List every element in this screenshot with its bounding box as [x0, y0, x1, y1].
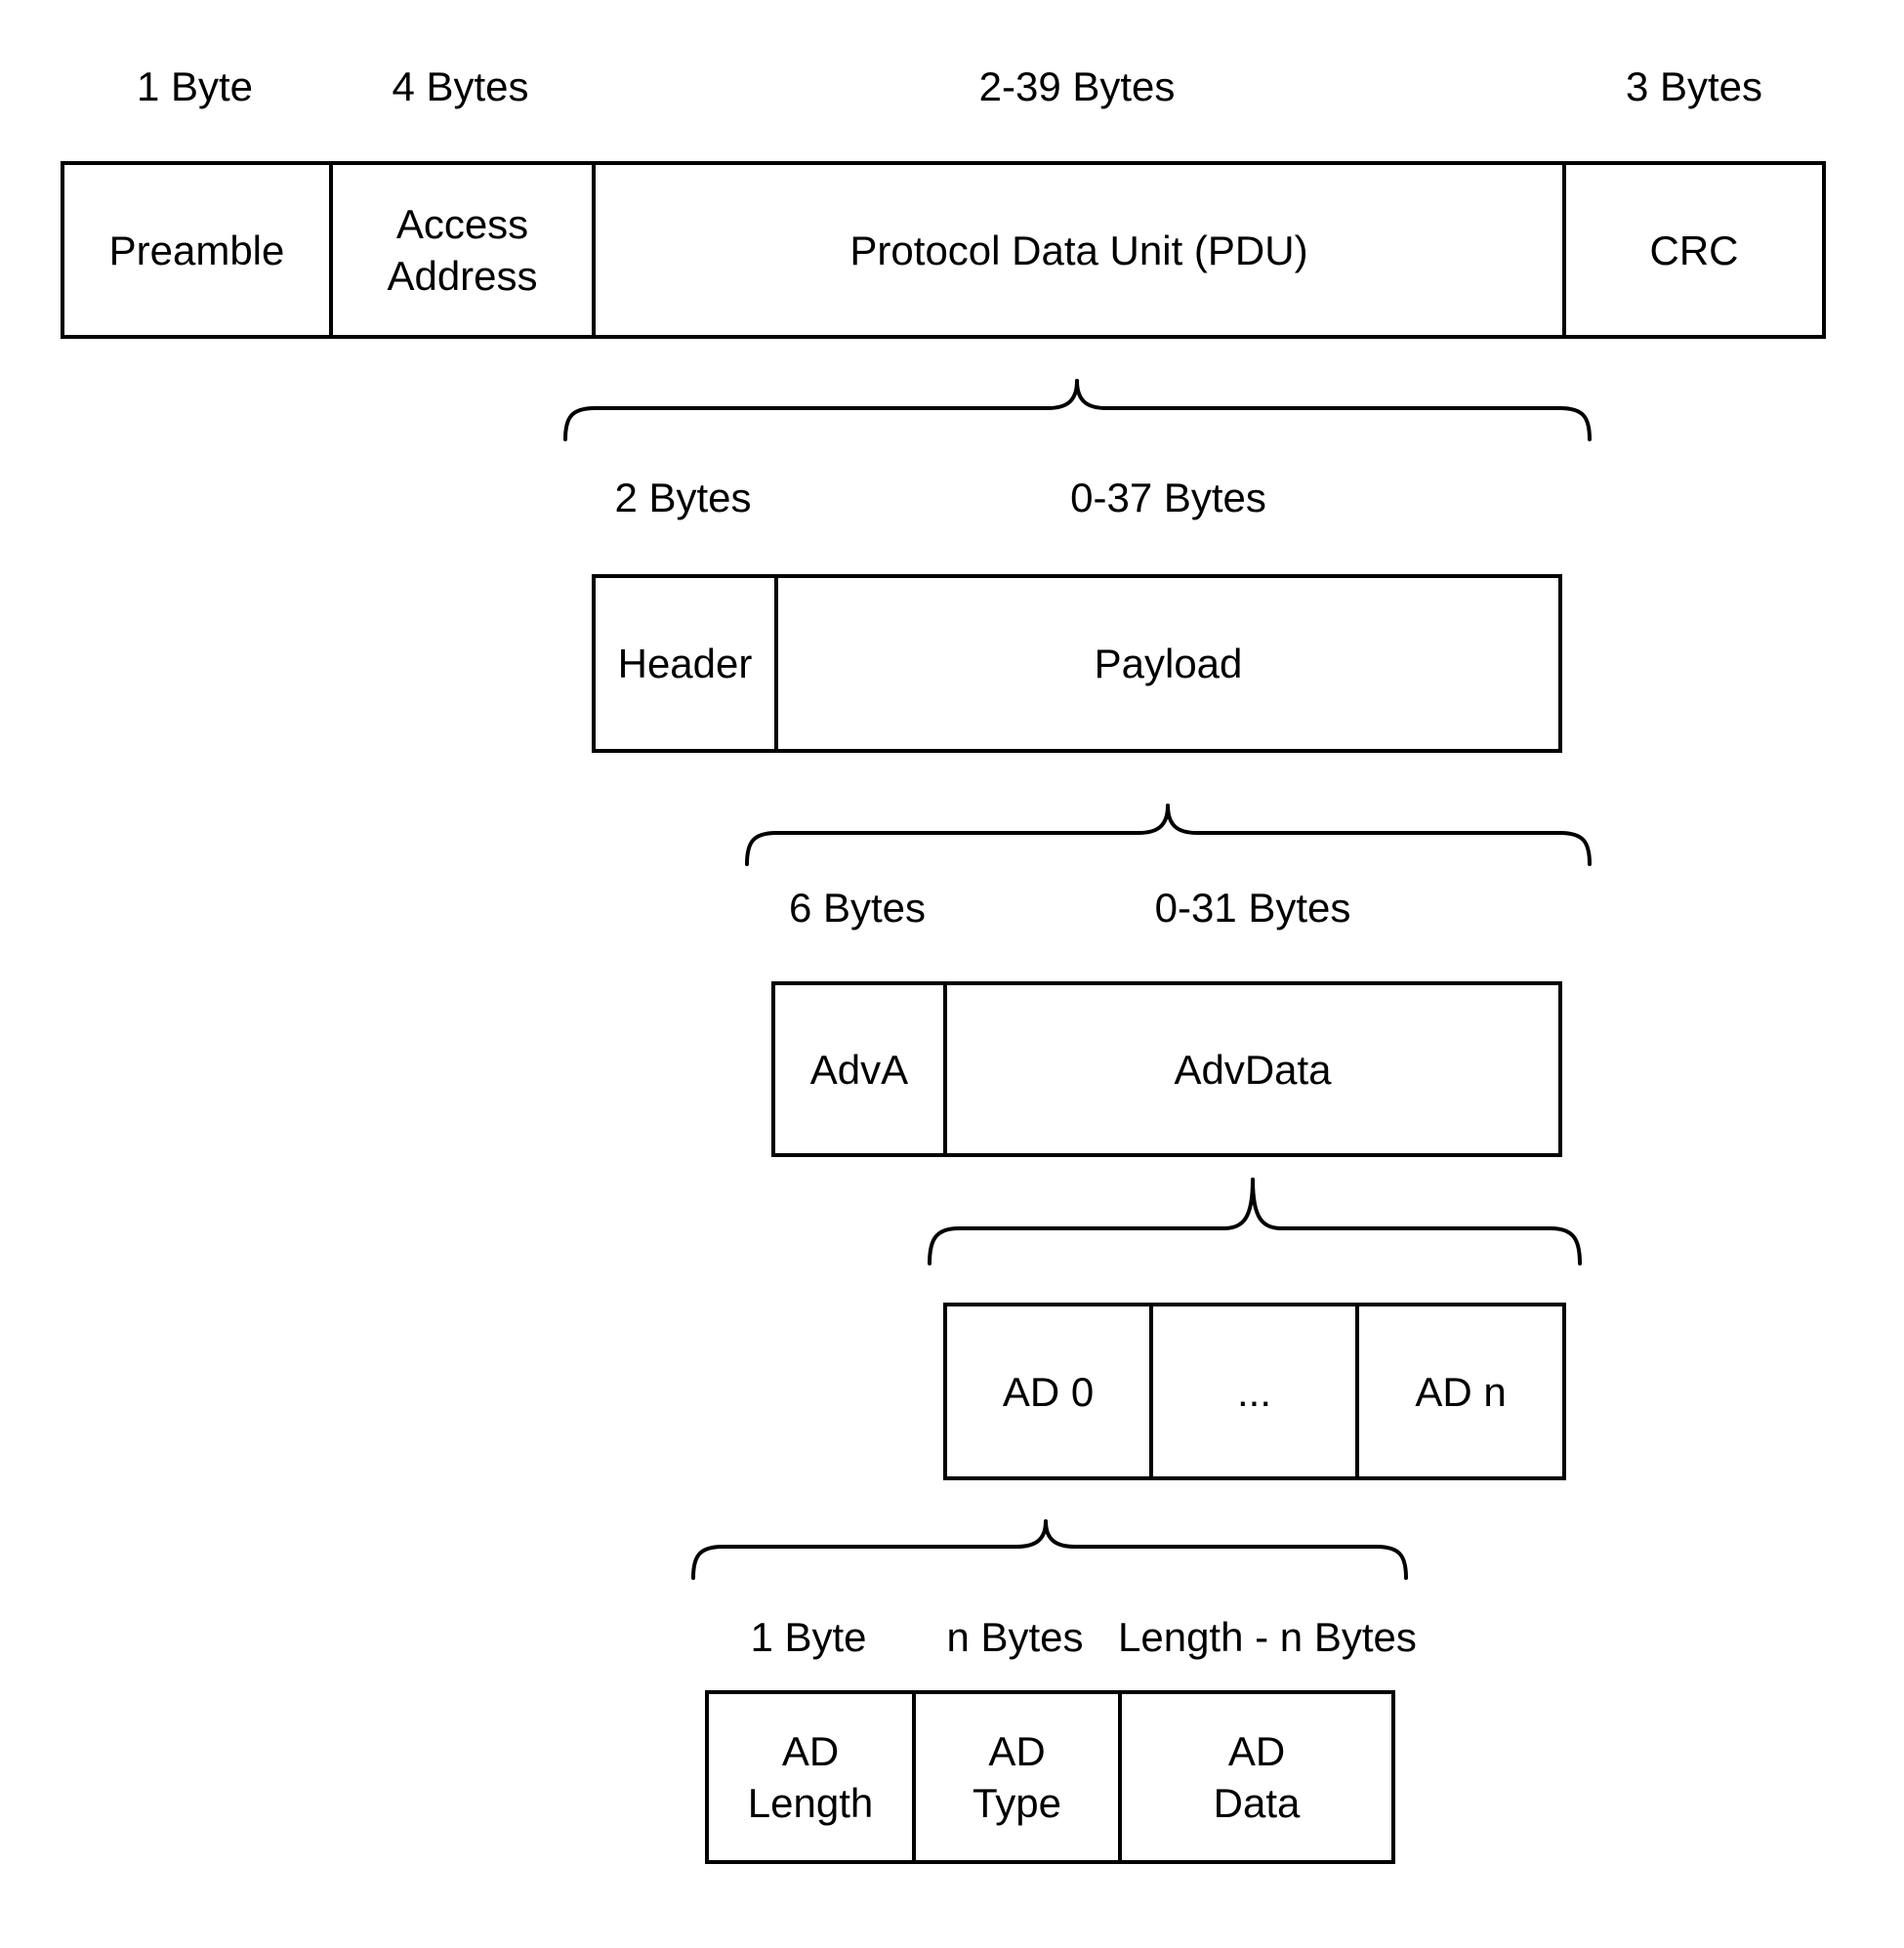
advdata-row: AD 0 ... AD n — [943, 1303, 1566, 1480]
preamble-cell: Preamble — [64, 165, 329, 335]
size-label-ad-length: 1 Byte — [750, 1614, 867, 1660]
ad-ellipsis-label: ... — [1236, 1368, 1271, 1415]
ad-data-label-line1: AD — [1227, 1728, 1286, 1774]
pdu-brace — [563, 379, 1592, 441]
payload-cell: Payload — [774, 578, 1558, 749]
access-address-label-line2: Address — [387, 253, 538, 299]
adva-label: AdvA — [809, 1046, 909, 1093]
size-label-ad-data: Length - n Bytes — [1118, 1614, 1417, 1660]
header-label: Header — [617, 641, 753, 686]
crc-label: CRC — [1649, 227, 1739, 273]
pdu-label: Protocol Data Unit (PDU) — [849, 227, 1308, 273]
size-label-ad-type: n Bytes — [946, 1614, 1084, 1660]
size-label-preamble: 1 Byte — [136, 63, 254, 109]
preamble-label: Preamble — [108, 227, 285, 273]
ad0-cell: AD 0 — [947, 1306, 1149, 1476]
pdu-cell: Protocol Data Unit (PDU) — [592, 165, 1562, 335]
ad-length-cell: AD Length — [709, 1694, 912, 1860]
size-label-access-address: 4 Bytes — [392, 63, 529, 109]
ad-ellipsis-cell: ... — [1149, 1306, 1355, 1476]
header-cell: Header — [596, 578, 774, 749]
ad-type-cell: AD Type — [912, 1694, 1118, 1860]
access-address-cell: Access Address — [329, 165, 592, 335]
payload-brace — [745, 804, 1592, 866]
payload-row: AdvA AdvData — [771, 981, 1562, 1157]
size-label-crc: 3 Bytes — [1625, 63, 1763, 109]
adn-cell: AD n — [1355, 1306, 1562, 1476]
ad-length-label-line2: Length — [747, 1780, 874, 1826]
adn-label: AD n — [1415, 1368, 1507, 1415]
packet-row: Preamble Access Address Protocol Data Un… — [61, 161, 1826, 339]
size-label-payload: 0-37 Bytes — [1070, 475, 1266, 520]
size-label-pdu: 2-39 Bytes — [978, 63, 1176, 109]
size-label-advdata: 0-31 Bytes — [1154, 885, 1351, 931]
access-address-label-line1: Access — [395, 201, 529, 247]
advdata-cell: AdvData — [943, 985, 1558, 1153]
ad-length-label-line1: AD — [781, 1728, 840, 1774]
crc-cell: CRC — [1562, 165, 1822, 335]
pdu-row: Header Payload — [592, 574, 1562, 753]
advdata-label: AdvData — [1174, 1046, 1332, 1093]
ad-type-label-line2: Type — [972, 1780, 1062, 1826]
adva-cell: AdvA — [775, 985, 943, 1153]
payload-label: Payload — [1094, 641, 1243, 686]
advdata-brace — [928, 1178, 1582, 1265]
ad0-brace — [691, 1519, 1408, 1580]
ad-data-label-line2: Data — [1213, 1780, 1301, 1826]
ad-data-cell: AD Data — [1118, 1694, 1391, 1860]
ad-structure-row: AD Length AD Type AD Data — [705, 1690, 1395, 1864]
size-label-header: 2 Bytes — [614, 475, 752, 520]
size-label-adva: 6 Bytes — [788, 885, 927, 931]
ad0-label: AD 0 — [1002, 1368, 1095, 1415]
ad-type-label-line1: AD — [988, 1728, 1046, 1774]
